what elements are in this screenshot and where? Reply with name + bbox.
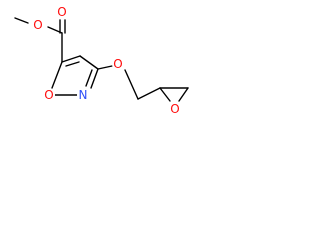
bond-methyl-ester-o <box>14 17 29 24</box>
atom-carbonyl-o: O <box>56 5 68 19</box>
bond-c4-c5-inner <box>65 61 80 67</box>
atom-ring-o: O <box>43 88 55 102</box>
bond-c3-c4 <box>79 55 99 70</box>
molecule-drawing: O O O N O O <box>14 5 189 116</box>
atom-label-carbonyl-o: O <box>57 5 66 19</box>
bond-n2-c3 <box>90 68 99 89</box>
atom-label-ring-o: O <box>44 88 53 102</box>
atom-label-ring-n: N <box>79 88 88 102</box>
bond-c3-ether-o <box>97 65 113 70</box>
bond-c4-c5 <box>61 55 81 63</box>
structure-diagram: O O O N O O <box>0 0 216 133</box>
bond-ether-o-ch2 <box>124 69 139 100</box>
bond-ch2-epoxide-c <box>137 87 161 100</box>
atom-label-epoxide-o: O <box>170 102 179 116</box>
bond-c5-o1 <box>51 61 63 89</box>
atom-ring-n: N <box>77 88 89 102</box>
bond-epoxide-c-o <box>159 87 171 102</box>
bonds <box>14 17 189 102</box>
atom-methyl-ester-o: O <box>32 18 44 32</box>
bond-n2-c3-inner <box>85 69 93 87</box>
atom-labels: O O O N O O <box>32 5 181 116</box>
atom-label-ether-o: O <box>113 57 122 71</box>
atom-ether-o: O <box>112 57 124 71</box>
atom-epoxide-o: O <box>169 102 181 116</box>
atom-label-methyl-ester-o: O <box>33 18 42 32</box>
bond-epoxide-c2-o <box>178 87 189 102</box>
